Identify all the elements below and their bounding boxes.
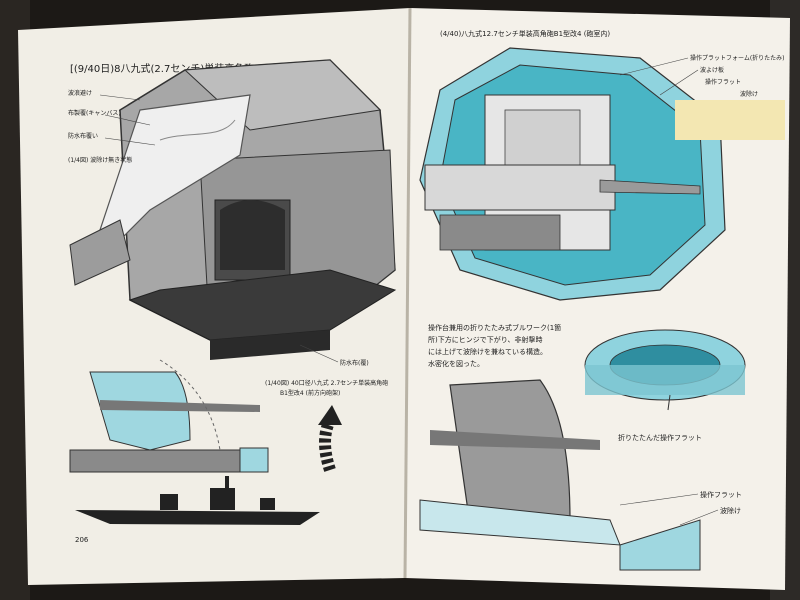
svg-text:操作フラット: 操作フラット	[700, 490, 742, 499]
svg-text:操作台兼用の折りたたみ式ブルワーク(1箇: 操作台兼用の折りたたみ式ブルワーク(1箇	[428, 323, 561, 332]
left-labels: 波浪避け 布製覆(キャンバス) 防水布覆い (1/4図) 波除け無き状態 防水布…	[68, 89, 369, 367]
svg-text:布製覆(キャンバス): 布製覆(キャンバス)	[68, 109, 121, 117]
svg-text:(1/4図) 波除け無き状態: (1/4図) 波除け無き状態	[68, 156, 132, 164]
side-view-turret	[69, 359, 269, 473]
spine	[403, 7, 412, 579]
right-labels: 操作プラットフォーム(折りたたみ) 波よけ板 操作フラット 波除け	[619, 54, 785, 98]
sticky-note	[675, 100, 785, 140]
page-number: 206	[75, 536, 89, 544]
svg-text:操作フラット: 操作フラット	[705, 78, 741, 86]
svg-text:防水布覆い: 防水布覆い	[68, 132, 98, 140]
svg-text:防水布(覆): 防水布(覆)	[340, 359, 369, 367]
svg-text:波浪避け: 波浪避け	[68, 89, 92, 97]
svg-text:(1/40図) 40口径八九式 2.7センチ単装高角砲: (1/40図) 40口径八九式 2.7センチ単装高角砲	[265, 379, 388, 387]
arrow-head-icon	[318, 405, 342, 425]
svg-text:には上げて波除けを兼ねている構造。: には上げて波除けを兼ねている構造。	[428, 347, 547, 356]
lower-turret-illustration	[419, 379, 701, 571]
curved-arrow-icon	[319, 417, 336, 472]
ship-silhouette	[75, 476, 320, 525]
folded-flat-ring	[584, 329, 746, 411]
turret-top-view	[419, 47, 726, 301]
svg-text:波除け: 波除け	[740, 90, 758, 98]
svg-text:操作プラットフォーム(折りたたみ): 操作プラットフォーム(折りたたみ)	[690, 54, 785, 62]
svg-text:B1型改4 (前方向砲架): B1型改4 (前方向砲架)	[280, 389, 340, 397]
right-header: (4/40)八九式12.7センチ単装高角砲B1型改4 (砲室内)	[440, 29, 610, 38]
svg-text:水密化を図った。: 水密化を図った。	[428, 359, 484, 368]
note-block: 操作台兼用の折りたたみ式ブルワーク(1箇 所)下方にヒンジで下がり、非射撃時 に…	[428, 323, 561, 368]
gun-mount-illustration	[69, 59, 397, 360]
svg-text:折りたたんだ操作フラット: 折りたたんだ操作フラット	[618, 433, 702, 442]
svg-text:波除け: 波除け	[720, 506, 741, 515]
svg-text:波よけ板: 波よけ板	[700, 66, 724, 74]
svg-text:所)下方にヒンジで下がり、非射撃時: 所)下方にヒンジで下がり、非射撃時	[428, 335, 542, 344]
